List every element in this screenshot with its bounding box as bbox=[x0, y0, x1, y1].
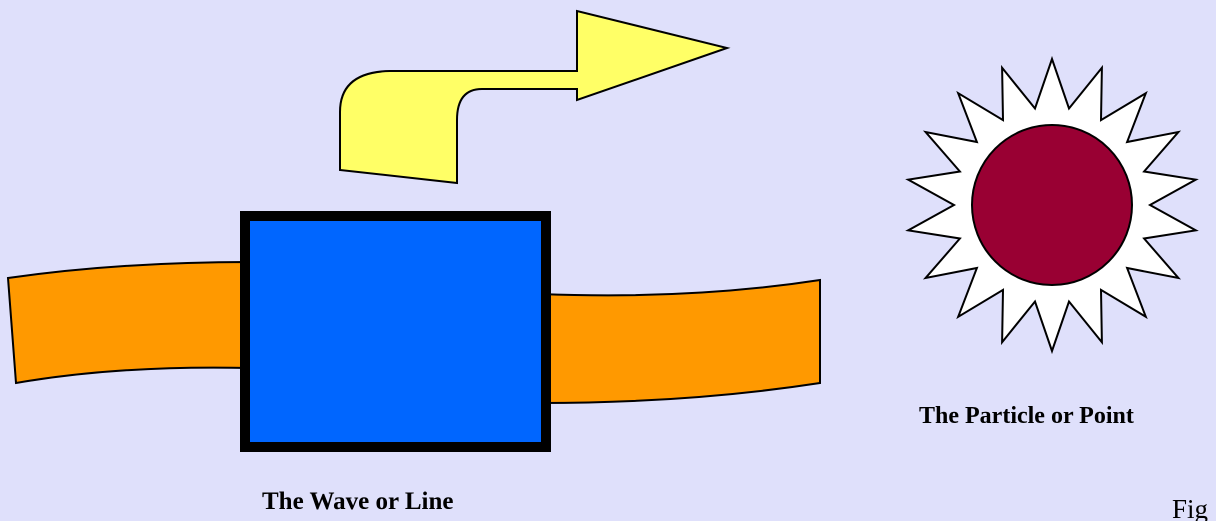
figure-label: Fig bbox=[1172, 494, 1209, 521]
wave-caption: The Wave or Line bbox=[262, 488, 454, 515]
curved-arrow-icon bbox=[339, 9, 731, 185]
wave-band-right bbox=[539, 278, 821, 405]
wave-band-left bbox=[6, 260, 251, 385]
particle-caption: The Particle or Point bbox=[919, 403, 1134, 429]
wave-square bbox=[240, 211, 551, 452]
particle-circle bbox=[971, 124, 1133, 286]
